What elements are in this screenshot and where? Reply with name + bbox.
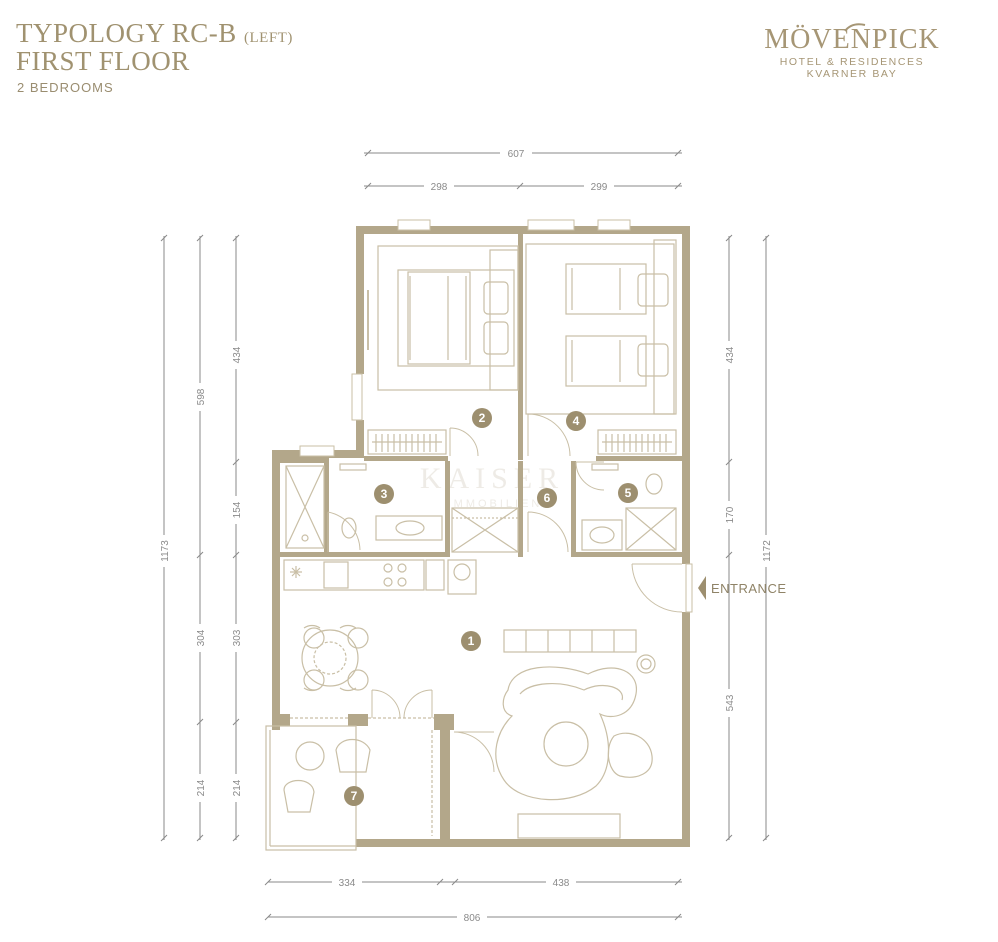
- dimension-labels: 607 298 299 334 438 806 1173 598 304 214…: [159, 146, 773, 924]
- logo-line-1: HOTEL & RESIDENCES: [779, 56, 925, 68]
- room-badge-6: 6: [537, 488, 557, 508]
- dim-left-mid-upper: 598: [196, 388, 207, 405]
- entrance-marker: ENTRANCE: [698, 576, 787, 600]
- dim-left-inner-b: 303: [232, 629, 243, 646]
- dim-top-left: 298: [431, 182, 448, 193]
- dim-top-right: 299: [591, 182, 608, 193]
- logo-swoosh-icon: [844, 23, 866, 32]
- interior-walls: [280, 234, 682, 840]
- svg-text:2: 2: [479, 411, 486, 425]
- dim-top-total: 607: [508, 149, 525, 160]
- entrance-label: ENTRANCE: [711, 581, 787, 596]
- plan-title: TYPOLOGY RC-B (LEFT): [16, 18, 293, 49]
- logo-brand: MÖVENPICK: [764, 24, 940, 55]
- dimension-ticks: [160, 149, 770, 921]
- dim-right-inner-top: 434: [725, 346, 736, 363]
- dim-left-mid-lower-a: 304: [196, 629, 207, 646]
- plan-subtitle: 2 BEDROOMS: [17, 80, 114, 95]
- watermark-main: KAISER: [420, 462, 564, 495]
- dim-left-inner-c: 214: [232, 779, 243, 796]
- svg-text:6: 6: [544, 491, 551, 505]
- svg-text:4: 4: [573, 414, 580, 428]
- watermark: KAISER IMMOBILIEN: [420, 462, 564, 510]
- entrance-arrow-icon: [698, 576, 706, 600]
- room-badges: 1 2 3 4 5 6 7: [344, 408, 638, 806]
- brand-logo: MÖVENPICK HOTEL & RESIDENCES KVARNER BAY: [752, 23, 952, 80]
- room-badge-7: 7: [344, 786, 364, 806]
- watermark-sub: IMMOBILIEN: [448, 498, 543, 510]
- plan-title-main: TYPOLOGY RC-B: [16, 18, 237, 48]
- dim-left-inner-a: 154: [232, 501, 243, 518]
- dim-bottom-total: 806: [464, 913, 481, 924]
- room-badge-3: 3: [374, 484, 394, 504]
- dim-left-inner-top: 434: [232, 346, 243, 363]
- room-badge-1: 1: [461, 631, 481, 651]
- windows: [299, 219, 693, 613]
- dim-bottom-right: 438: [553, 878, 570, 889]
- dim-left-outer: 1173: [160, 540, 171, 562]
- room-badge-4: 4: [566, 411, 586, 431]
- dim-bottom-left: 334: [339, 878, 356, 889]
- room-badge-5: 5: [618, 483, 638, 503]
- svg-text:7: 7: [351, 789, 358, 803]
- dim-left-mid-lower-b: 214: [196, 779, 207, 796]
- svg-text:3: 3: [381, 487, 388, 501]
- dim-right-outer: 1172: [762, 540, 773, 562]
- dim-right-inner-bottom: 543: [725, 694, 736, 711]
- logo-line-2: KVARNER BAY: [806, 68, 898, 80]
- svg-text:5: 5: [625, 486, 632, 500]
- furniture: [283, 239, 683, 839]
- plan-title-suffix: (LEFT): [244, 30, 293, 46]
- room-badge-2: 2: [472, 408, 492, 428]
- plan-floor: FIRST FLOOR: [16, 46, 190, 76]
- exterior-walls: [272, 226, 690, 847]
- terrace: [265, 717, 434, 851]
- dim-right-inner-mid: 170: [725, 506, 736, 523]
- svg-text:1: 1: [468, 634, 475, 648]
